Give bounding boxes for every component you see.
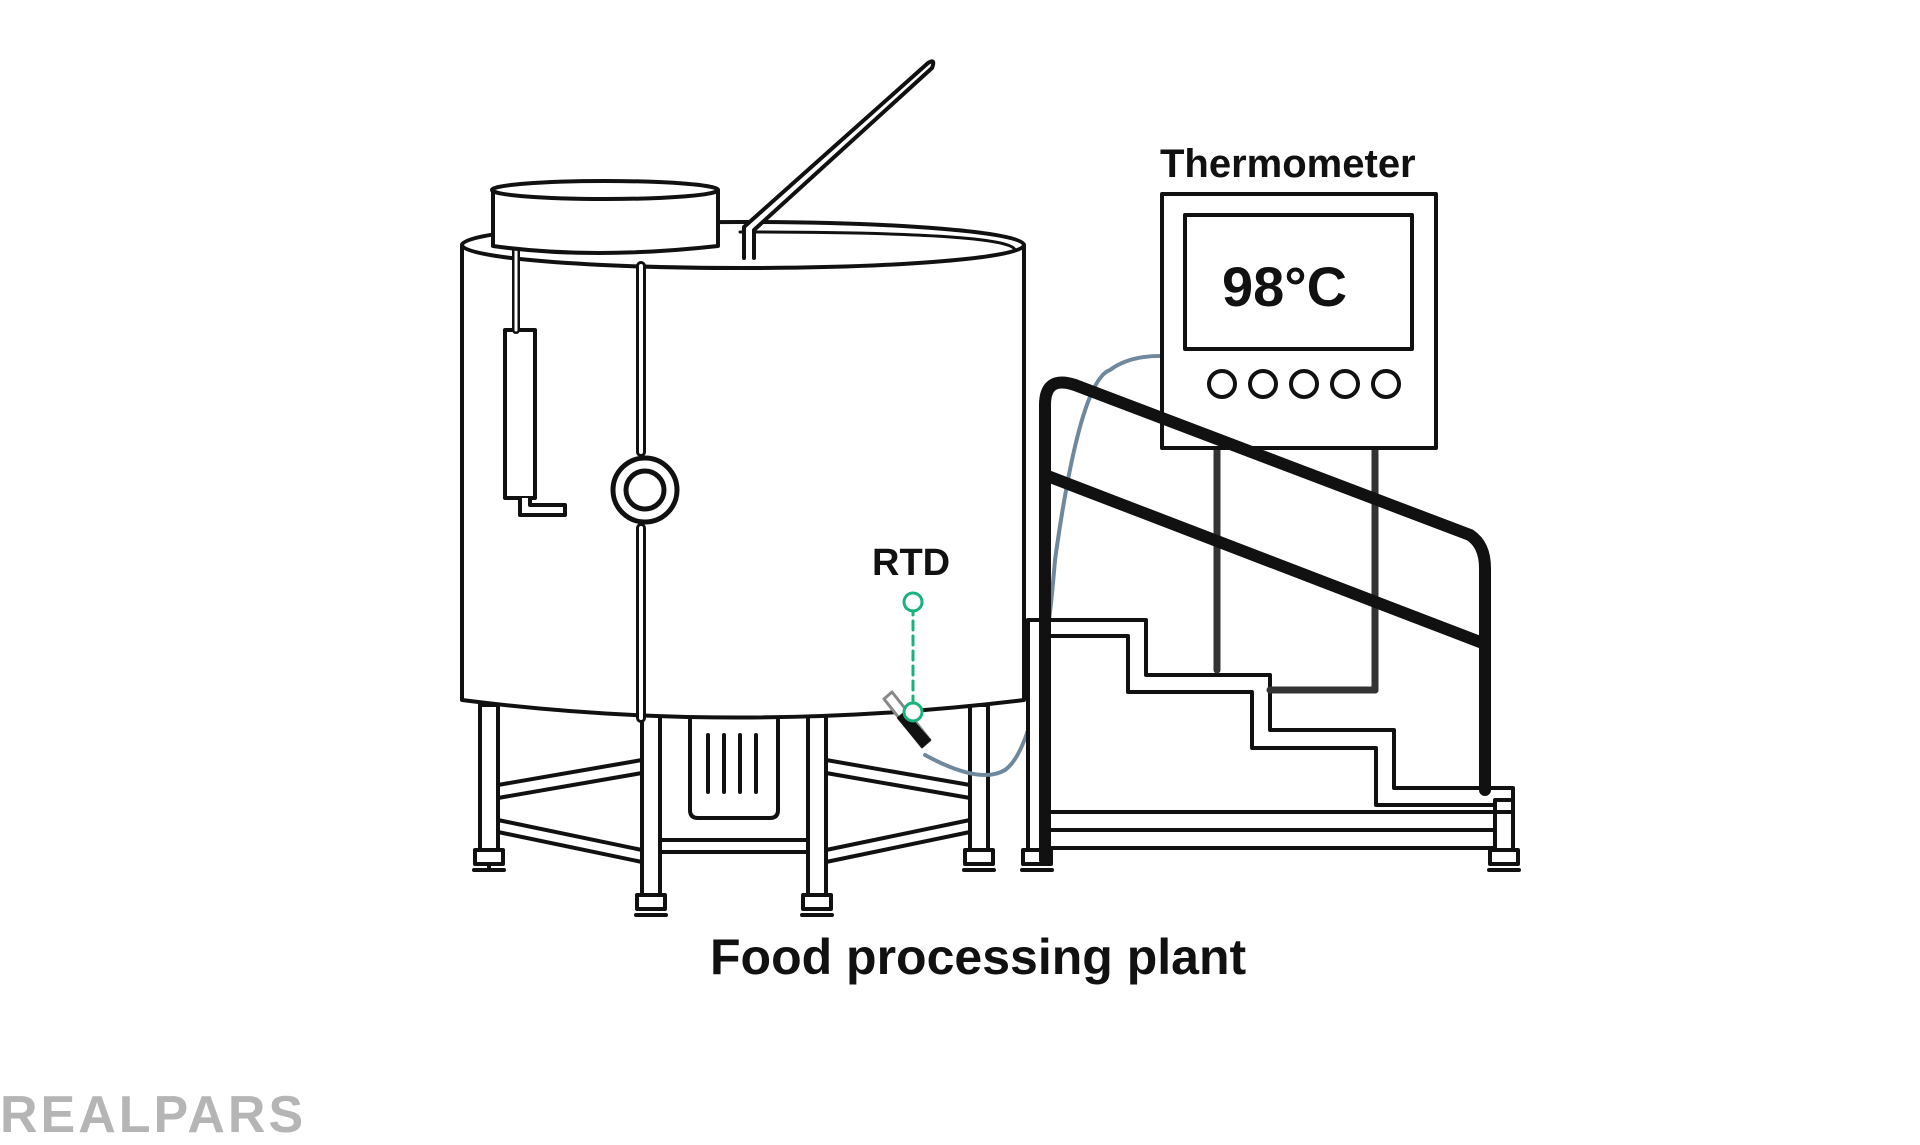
thermometer-button: [1289, 369, 1319, 399]
rtd-probe: [882, 591, 932, 749]
tank-body: [460, 201, 1026, 723]
thermometer-buttons: [1207, 369, 1401, 399]
tank-top: [490, 59, 936, 260]
thermometer-label: Thermometer: [1160, 142, 1416, 186]
diagram-caption: Food processing plant: [710, 929, 1247, 985]
tank-stand: [472, 703, 996, 917]
thermometer-button: [1248, 369, 1278, 399]
rtd-label: RTD: [872, 542, 951, 584]
diagram-canvas: Thermometer 98°C RTD Food processing pla…: [0, 59, 1521, 1144]
food-plant-illustration: [460, 59, 1521, 917]
thermometer-button: [1207, 369, 1237, 399]
handrail: [1039, 376, 1491, 866]
brand-logo: REALPARS: [0, 1086, 307, 1144]
stairs: [1020, 618, 1521, 872]
thermometer-button: [1371, 369, 1401, 399]
thermometer-stand: [1213, 444, 1379, 694]
thermometer-button: [1330, 369, 1360, 399]
thermometer-device: [1160, 192, 1438, 450]
temperature-reading: 98°C: [1222, 255, 1348, 318]
sensor-cable: [923, 353, 1167, 777]
